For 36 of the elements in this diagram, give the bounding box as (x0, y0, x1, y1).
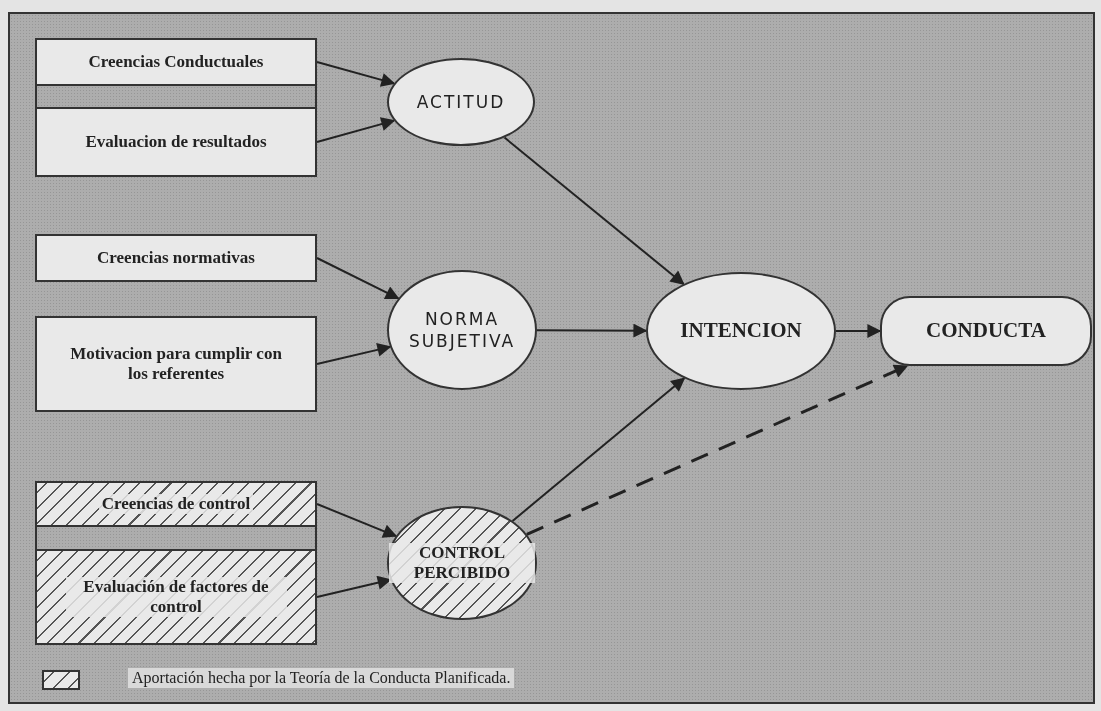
ellipse-node (646, 272, 836, 390)
text-box (35, 481, 317, 527)
node-label: NORMA SUBJETIVA (407, 307, 517, 353)
legend-label: Aportación hecha por la Teoría de la Conducta Planificada. (128, 668, 515, 688)
node-label: Creencias Conductuales (88, 51, 264, 73)
node-label: INTENCION (680, 318, 802, 344)
text-box (35, 107, 317, 177)
rounded-box (880, 296, 1092, 366)
node-label: CONDUCTA (926, 318, 1046, 344)
ellipse-node (387, 506, 537, 620)
arrow (316, 117, 396, 143)
node-label: Creencias normativas (97, 247, 255, 269)
node-label: CONTROL PERCIBIDO (389, 542, 535, 584)
divider-band (35, 525, 317, 551)
arrow (511, 377, 686, 522)
text-box (35, 38, 317, 86)
text-box (35, 316, 317, 412)
node-label: ACTITUD (416, 90, 506, 114)
arrow (316, 575, 392, 598)
arrow (536, 323, 648, 338)
node-label: Evaluacion de resultados (85, 131, 267, 153)
arrow (316, 503, 398, 538)
text-box (35, 234, 317, 282)
node-label: Creencias de control (98, 493, 254, 515)
ellipse-node (387, 58, 535, 146)
node-label: Motivacion para cumplir con los referentes (69, 343, 283, 385)
arrow (316, 257, 400, 300)
node-label: Evaluación de factores de control (65, 576, 287, 618)
arrow (316, 61, 396, 87)
arrow (526, 364, 909, 536)
text-box (35, 549, 317, 645)
divider-band (35, 84, 317, 109)
arrow (316, 342, 392, 365)
arrow (835, 324, 882, 338)
arrow (503, 136, 685, 285)
ellipse-node (387, 270, 537, 390)
